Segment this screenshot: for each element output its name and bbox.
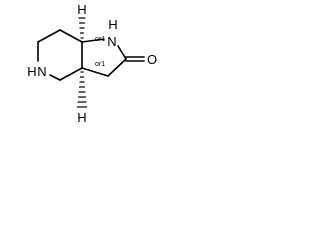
bond-c7-c6 (37, 29, 61, 43)
atom-h-bottom-stereo: H (77, 110, 86, 125)
bond-c4-c3a (59, 67, 83, 81)
hashed-wedge-top (78, 17, 86, 39)
bond-c3-c3a (81, 67, 109, 77)
atom-h-on-n-ring6: H (27, 64, 36, 79)
atom-o-carbonyl: O (147, 52, 157, 67)
atom-n-ring5: N (107, 34, 116, 49)
stereo-label-top: or1 (95, 36, 105, 43)
stereo-label-bottom: or1 (95, 61, 105, 68)
atom-h-on-n-ring5: H (108, 17, 117, 32)
bond-c7a-n1 (81, 38, 105, 43)
bond-c7a-c7 (59, 29, 83, 43)
hashed-wedge-bottom (77, 71, 87, 108)
bond-c2-c3 (107, 58, 127, 77)
bond-n1-c2 (117, 45, 127, 60)
molecule-structure: H H N H N O H or1 or1 (27, 2, 157, 125)
atom-n-ring6: N (37, 64, 46, 79)
bond-n5-c4 (49, 74, 61, 81)
atom-h-top-stereo: H (77, 2, 86, 17)
